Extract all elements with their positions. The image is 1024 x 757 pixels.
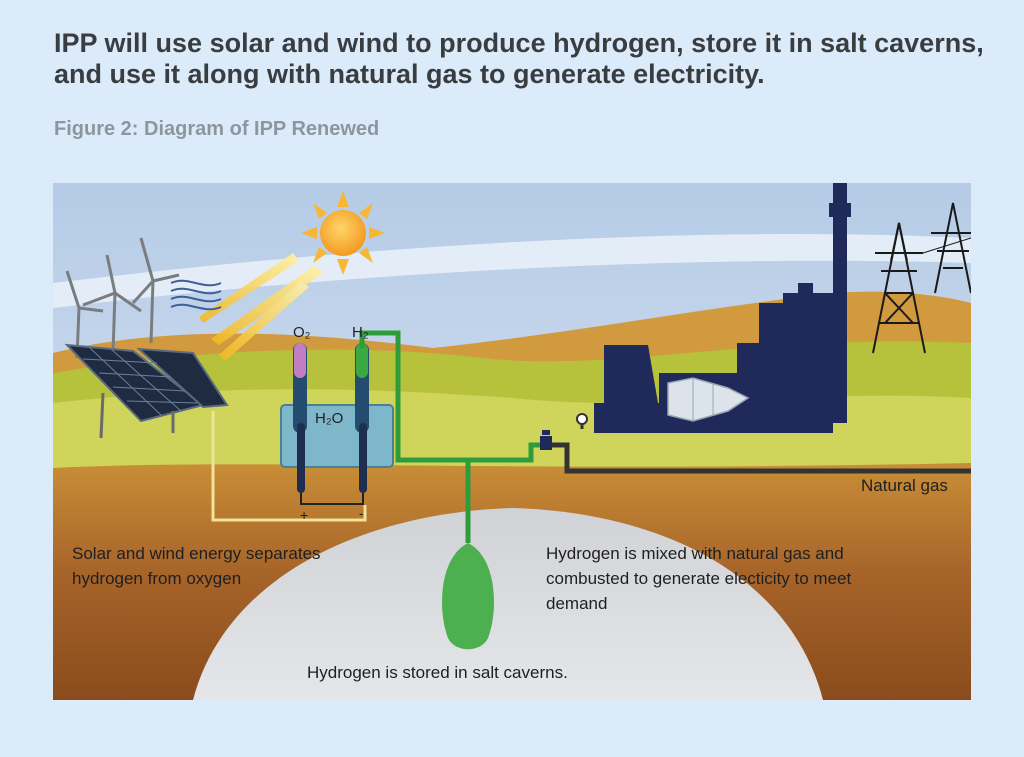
positive-terminal-label: +	[300, 507, 309, 523]
hydrogen-label: H₂	[352, 324, 369, 341]
wind-turbine-icon	[65, 237, 180, 359]
power-wire	[211, 411, 367, 522]
headline: IPP will use solar and wind to produce h…	[54, 28, 984, 89]
negative-terminal-label: -	[359, 505, 364, 521]
natural-gas-pipe	[552, 442, 971, 474]
sun-icon	[301, 191, 385, 275]
solar-wind-caption: Solar and wind energy separates hydrogen…	[72, 544, 321, 588]
natural-gas-label: Natural gas	[861, 476, 948, 495]
ipp-diagram: O₂ H₂ H₂O + - Solar and wind energy sepa…	[53, 183, 971, 700]
power-plant-icon	[594, 183, 851, 433]
solar-panel-icon	[64, 343, 229, 439]
storage-caption: Hydrogen is stored in salt caverns.	[307, 663, 568, 682]
hydrogen-pipe	[359, 330, 565, 543]
gas-turbine-icon	[667, 377, 750, 422]
water-label: H₂O	[315, 410, 344, 427]
sunbeams	[199, 253, 323, 361]
transmission-tower-icon	[872, 202, 971, 354]
figure-caption: Figure 2: Diagram of IPP Renewed	[54, 118, 380, 140]
oxygen-label: O₂	[293, 324, 311, 341]
gauge-icon	[576, 413, 588, 425]
hydrogen-storage	[442, 543, 494, 650]
valve-icon	[540, 430, 552, 450]
salt-cavern-icon	[193, 508, 823, 700]
electrolyzer-icon	[280, 343, 394, 505]
wind-icon	[170, 279, 222, 311]
mixing-caption: Hydrogen is mixed with natural gas and c…	[546, 544, 852, 613]
cloud-band	[53, 234, 971, 308]
